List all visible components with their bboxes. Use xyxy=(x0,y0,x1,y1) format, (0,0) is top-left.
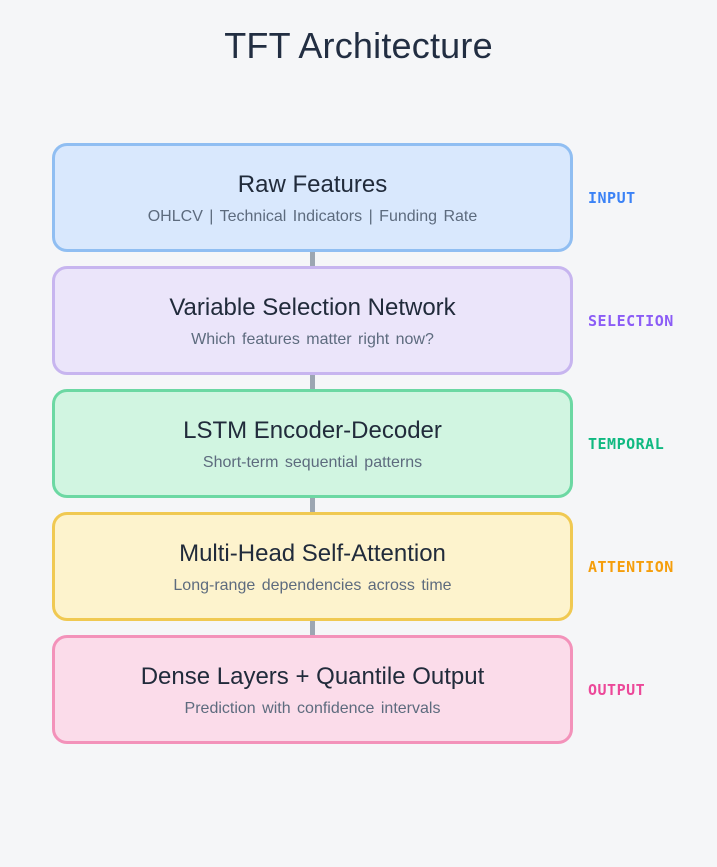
layer-title: Raw Features xyxy=(237,170,388,198)
layer-tag-temporal: TEMPORAL xyxy=(588,434,665,453)
layer-row-temporal: LSTM Encoder-Decoder Short-term sequenti… xyxy=(52,389,664,498)
layer-subtitle: Prediction with confidence intervals xyxy=(184,699,441,717)
layer-subtitle: Short-term sequential patterns xyxy=(202,453,423,471)
architecture-stack: Raw Features OHLCV | Technical Indicator… xyxy=(52,143,673,744)
layer-row-selection: Variable Selection Network Which feature… xyxy=(52,266,673,375)
layer-subtitle: OHLCV | Technical Indicators | Funding R… xyxy=(147,207,478,225)
layer-title: LSTM Encoder-Decoder xyxy=(183,416,442,444)
connector-line xyxy=(310,252,315,266)
connector-line xyxy=(310,375,315,389)
layer-box-input: Raw Features OHLCV | Technical Indicator… xyxy=(52,143,573,252)
layer-title: Dense Layers + Quantile Output xyxy=(140,662,485,690)
layer-tag-attention: ATTENTION xyxy=(588,557,674,576)
page-title: TFT Architecture xyxy=(224,25,493,66)
layer-subtitle: Which features matter right now? xyxy=(191,330,434,348)
layer-subtitle: Long-range dependencies across time xyxy=(173,576,452,594)
layer-row-input: Raw Features OHLCV | Technical Indicator… xyxy=(52,143,635,252)
layer-box-output: Dense Layers + Quantile Output Predictio… xyxy=(52,635,573,744)
layer-tag-input: INPUT xyxy=(588,188,636,207)
layer-title: Variable Selection Network xyxy=(169,293,456,321)
layer-row-attention: Multi-Head Self-Attention Long-range dep… xyxy=(52,512,673,621)
layer-tag-selection: SELECTION xyxy=(588,311,674,330)
connector-line xyxy=(310,498,315,512)
layer-box-selection: Variable Selection Network Which feature… xyxy=(52,266,573,375)
layer-row-output: Dense Layers + Quantile Output Predictio… xyxy=(52,635,645,744)
layer-title: Multi-Head Self-Attention xyxy=(179,539,446,567)
layer-tag-output: OUTPUT xyxy=(588,680,646,699)
layer-box-attention: Multi-Head Self-Attention Long-range dep… xyxy=(52,512,573,621)
layer-box-temporal: LSTM Encoder-Decoder Short-term sequenti… xyxy=(52,389,573,498)
connector-line xyxy=(310,621,315,635)
